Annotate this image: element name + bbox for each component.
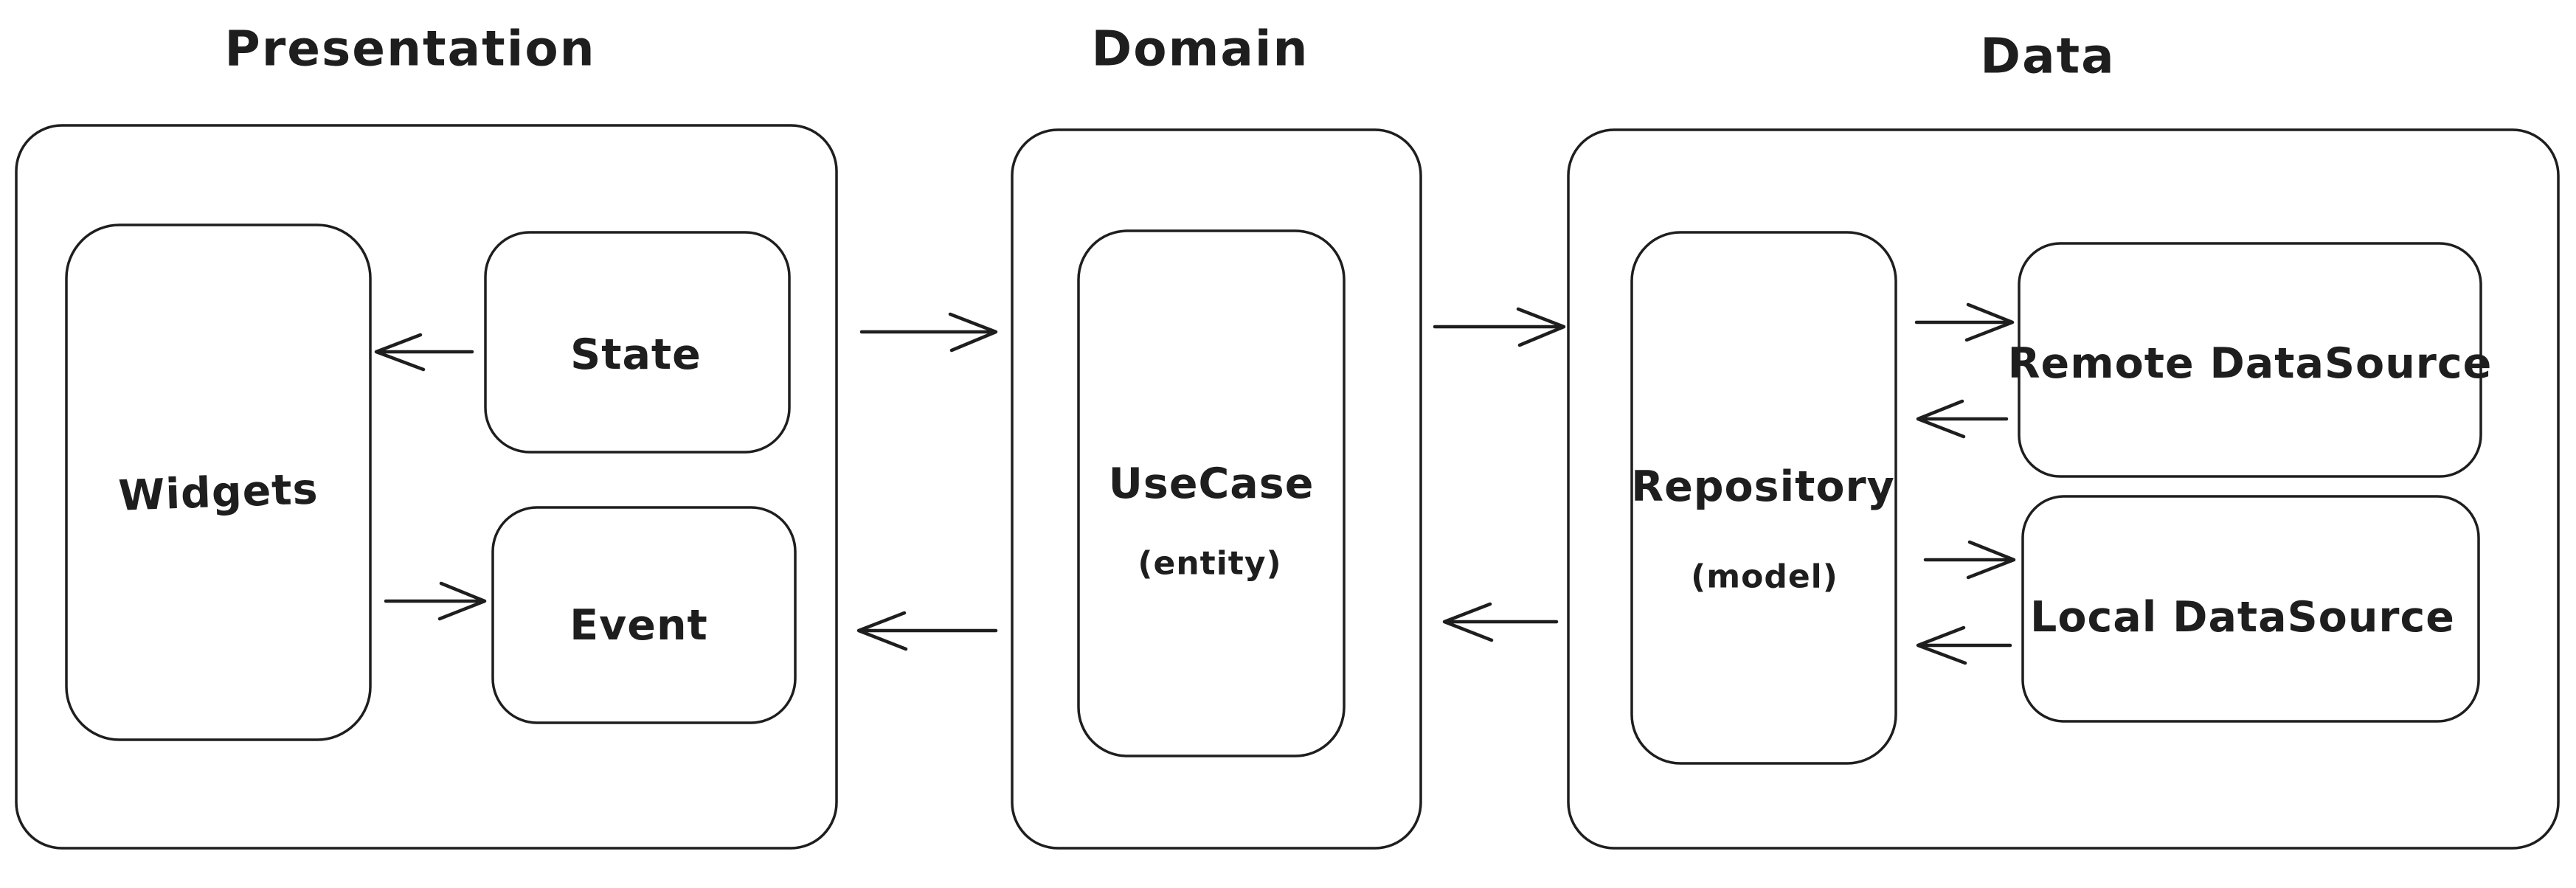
- widgets-label: Widgets: [118, 465, 319, 520]
- usecase-box: [1077, 229, 1346, 757]
- arrow-presentation-to-domain: [859, 312, 998, 353]
- event-box: [491, 506, 797, 724]
- arrow-widgets-to-event: [384, 581, 487, 621]
- layer-presentation: Presentation Widgets State Event: [15, 21, 838, 850]
- arrow-remote-to-repository: [1916, 399, 2009, 439]
- widgets-box: [65, 223, 372, 741]
- local-datasource-box: [2021, 495, 2480, 723]
- state-label: State: [570, 330, 702, 379]
- arrow-repository-to-local: [1923, 540, 2016, 580]
- layer-domain: Domain UseCase (entity): [1011, 21, 1422, 850]
- layer-data: Data Repository (model) Remote DataSourc…: [1567, 28, 2560, 850]
- arrow-domain-to-data: [1433, 307, 1566, 347]
- arrow-repository-to-remote: [1914, 302, 2015, 342]
- arrow-state-to-widgets: [374, 333, 474, 372]
- local-datasource-label: Local DataSource: [2030, 593, 2455, 642]
- repository-sublabel: (model): [1691, 558, 1838, 596]
- layer-title-data: Data: [1980, 28, 2115, 85]
- layer-title-domain: Domain: [1091, 21, 1309, 77]
- arrow-local-to-repository: [1916, 625, 2012, 665]
- state-box: [484, 231, 791, 454]
- layer-title-presentation: Presentation: [224, 21, 595, 77]
- remote-datasource-box: [2018, 242, 2482, 478]
- remote-datasource-label: Remote DataSource: [2008, 339, 2493, 388]
- usecase-label: UseCase: [1109, 459, 1315, 508]
- repository-box: [1630, 231, 1897, 765]
- usecase-sublabel: (entity): [1138, 545, 1281, 583]
- repository-label: Repository: [1631, 462, 1895, 511]
- arrow-data-to-domain: [1442, 602, 1559, 642]
- event-label: Event: [569, 601, 708, 650]
- arrow-domain-to-presentation: [856, 611, 998, 651]
- cross-layer-arrows: [856, 307, 1566, 651]
